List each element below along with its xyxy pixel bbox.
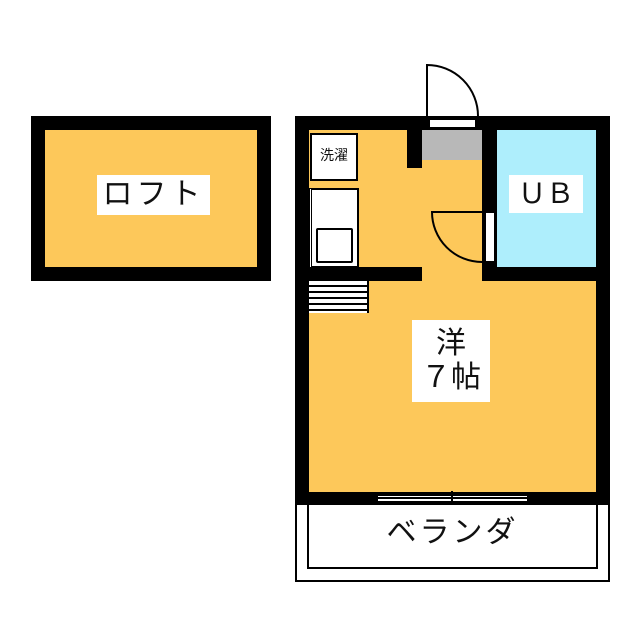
- wall-stub: [407, 130, 422, 168]
- kitchen-sink: [316, 228, 353, 263]
- western-room-label: 洋 ７帖: [412, 320, 490, 402]
- entrance-door-icon: [426, 63, 479, 118]
- room-size: ７帖: [421, 360, 481, 395]
- unit-bath-label: ＵＢ: [509, 175, 583, 213]
- loft-label: ロフト: [97, 175, 210, 215]
- window-center-mark: [451, 491, 453, 505]
- bath-door-icon: [430, 211, 483, 263]
- bath-door-opening: [485, 212, 495, 262]
- room-type: 洋: [436, 325, 466, 361]
- balcony-label: ベランダ: [386, 514, 519, 550]
- balcony-outer: [295, 504, 610, 582]
- balcony-inner: [307, 504, 598, 569]
- entrance-opening: [427, 116, 478, 130]
- partition-wall: [309, 267, 422, 281]
- loft-ladder: [309, 281, 369, 313]
- laundry-label: 洗濯: [313, 145, 355, 167]
- genkan: [422, 130, 482, 160]
